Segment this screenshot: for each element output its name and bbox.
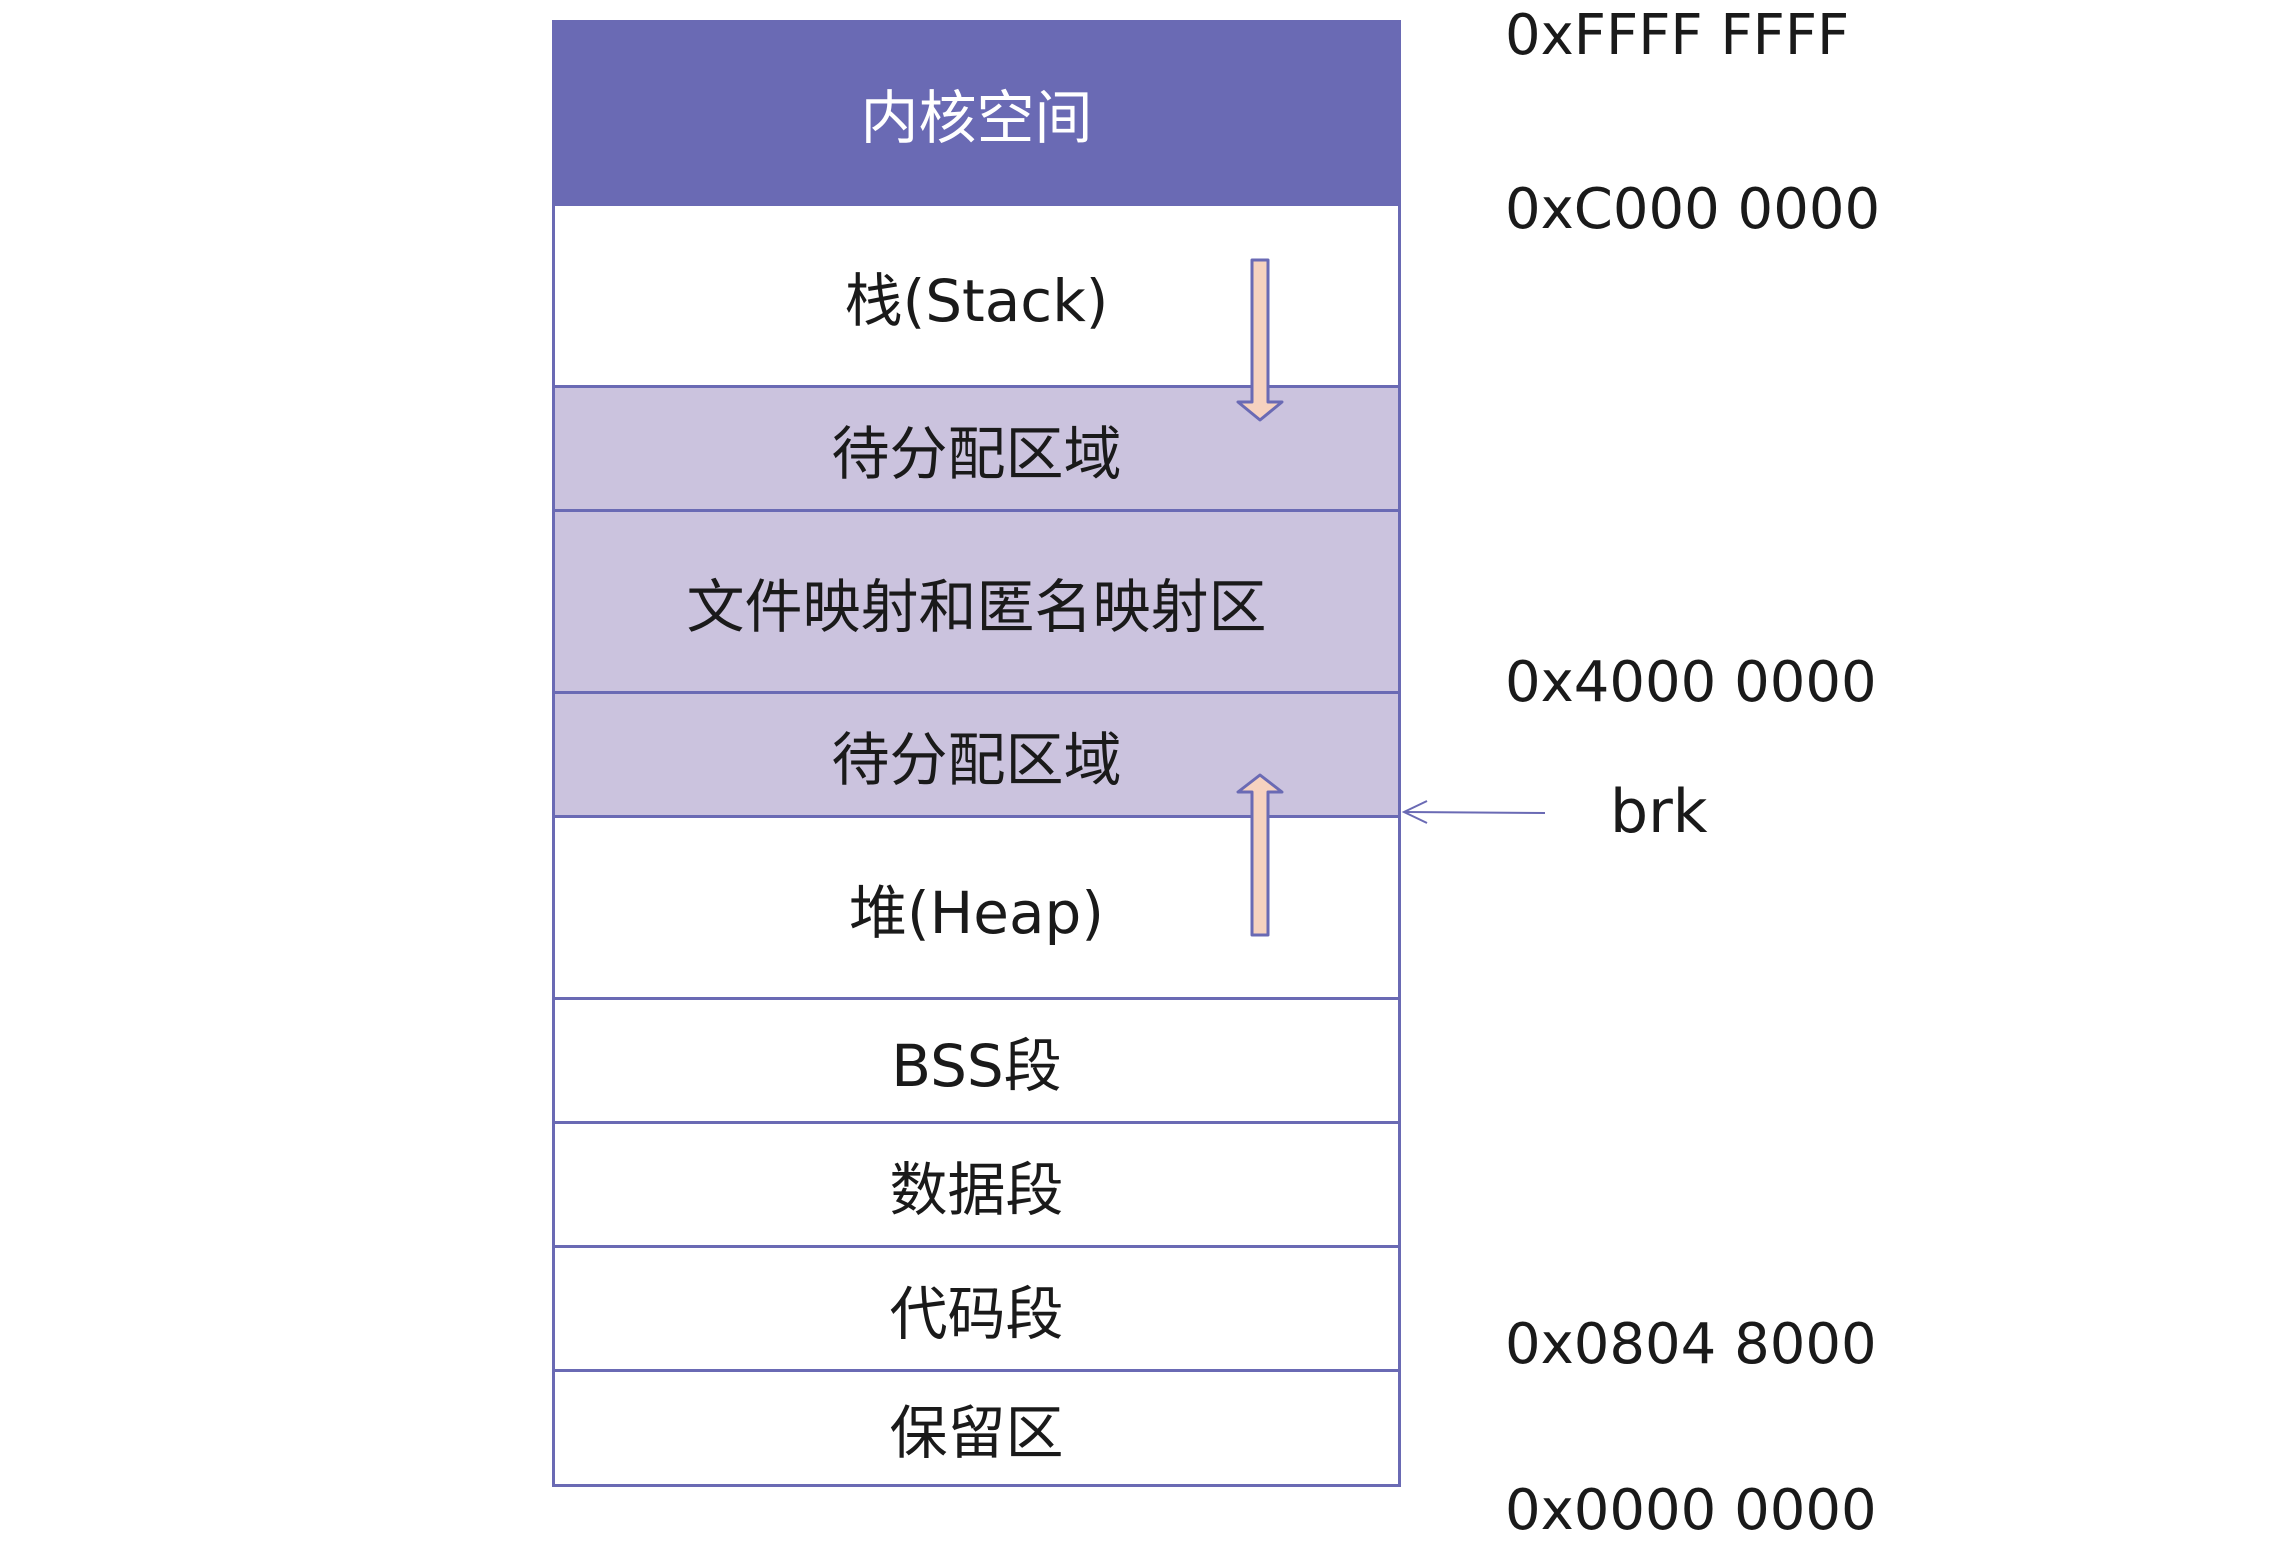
segment-label: 文件映射和匿名映射区 [686,572,1267,641]
segment-data: 数据段 [555,1124,1398,1248]
address-text-start: 0x0804 8000 [1505,1312,1877,1377]
address-zero: 0x0000 0000 [1505,1478,1877,1543]
segment-text: 代码段 [555,1248,1398,1372]
brk-pointer-arrow-icon [1401,800,1546,824]
address-kernel-start: 0xC000 0000 [1505,177,1881,242]
address-mmap-base: 0x4000 0000 [1505,650,1877,715]
address-top: 0xFFFF FFFF [1505,3,1850,68]
segment-label: BSS段 [891,1031,1062,1100]
segment-reserved: 保留区 [555,1372,1398,1484]
segment-label: 栈(Stack) [844,266,1109,335]
segment-bss: BSS段 [555,1000,1398,1124]
segment-label: 数据段 [889,1155,1064,1224]
segment-label: 待分配区域 [831,419,1122,488]
segment-mmap-region: 文件映射和匿名映射区 [555,512,1398,694]
segment-label: 待分配区域 [831,725,1122,794]
segment-label: 内核空间 [860,84,1093,152]
heap-growth-up-arrow-icon [1236,773,1284,937]
segment-label: 代码段 [889,1279,1064,1348]
segment-label: 堆(Heap) [849,878,1104,947]
brk-label: brk [1610,777,1708,847]
segment-kernel-space: 内核空间 [555,23,1398,206]
stack-growth-down-arrow-icon [1236,258,1284,422]
segment-label: 保留区 [889,1399,1064,1467]
